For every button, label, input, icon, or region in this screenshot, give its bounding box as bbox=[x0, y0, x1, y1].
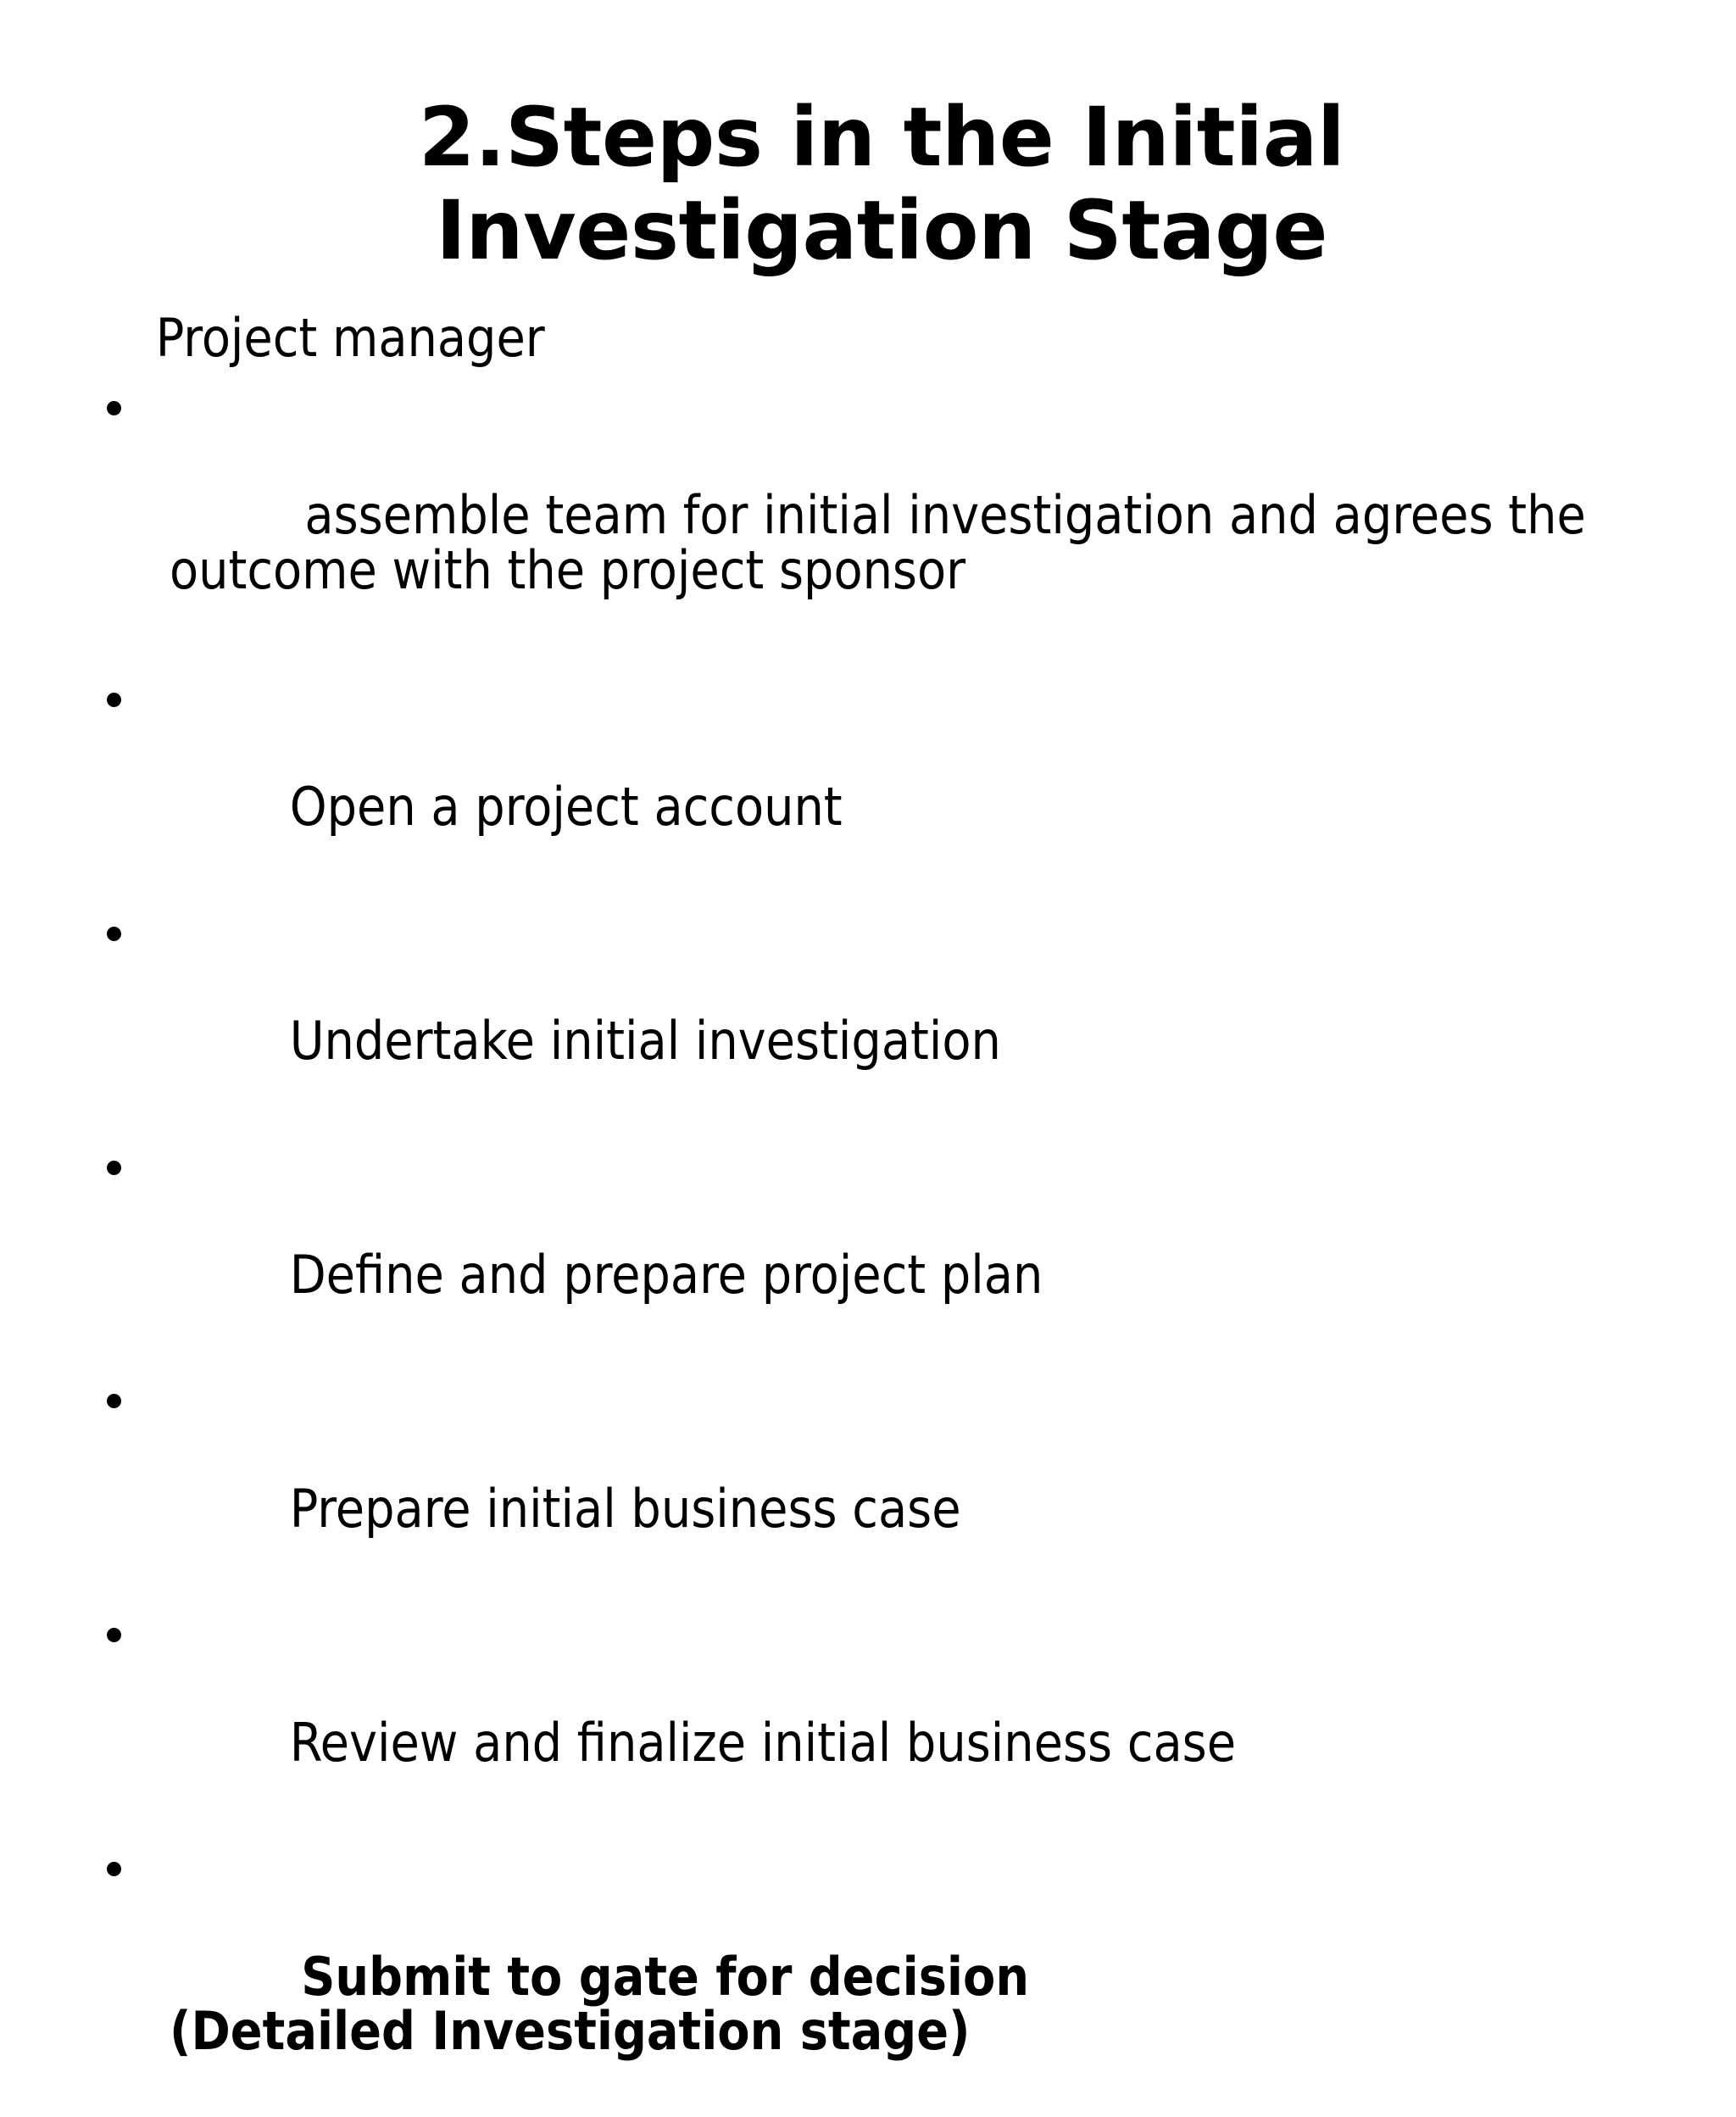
body-lead-line: Project manager bbox=[141, 307, 545, 369]
bullet-item: Review and finalize initial business cas… bbox=[92, 1607, 1617, 1825]
bullet-item: Open a project account bbox=[92, 671, 1617, 889]
bullet-text: assemble team for initial investigation … bbox=[170, 484, 1601, 601]
bullet-text: Submit to gate for decision (Detailed In… bbox=[170, 1945, 1046, 2063]
bullet-dot-icon bbox=[107, 1394, 121, 1409]
bullet-text: Open a project account bbox=[289, 776, 843, 838]
bullet-item: Submit to gate for decision (Detailed In… bbox=[92, 1841, 1271, 2114]
bullet-item: assemble team for initial investigation … bbox=[92, 379, 1594, 652]
bullet-item: Prepare initial business case bbox=[92, 1373, 1617, 1591]
slide-title: 2.Steps in the Initial Investigation Sta… bbox=[418, 90, 1373, 278]
bullet-text: Define and prepare project plan bbox=[289, 1244, 1043, 1306]
bullet-dot-icon bbox=[107, 1628, 121, 1643]
bullet-dot-icon bbox=[107, 1160, 121, 1175]
bullet-dot-icon bbox=[107, 692, 121, 707]
slide-body: Project manager assemble team for initia… bbox=[92, 310, 1617, 2114]
bullet-dot-icon bbox=[107, 400, 121, 415]
bullet-item: Define and prepare project plan bbox=[92, 1139, 1617, 1357]
bullet-text: Review and finalize initial business cas… bbox=[289, 1711, 1237, 1774]
bullet-text: Undertake initial investigation bbox=[289, 1010, 1001, 1072]
bullet-list: assemble team for initial investigation … bbox=[92, 379, 1617, 2114]
bullet-dot-icon bbox=[107, 926, 121, 941]
slide-canvas: 2.Steps in the Initial Investigation Sta… bbox=[107, 90, 1586, 2059]
bullet-text: Prepare initial business case bbox=[289, 1478, 961, 1540]
bullet-item: Undertake initial investigation bbox=[92, 905, 1617, 1123]
bullet-dot-icon bbox=[107, 1862, 121, 1877]
